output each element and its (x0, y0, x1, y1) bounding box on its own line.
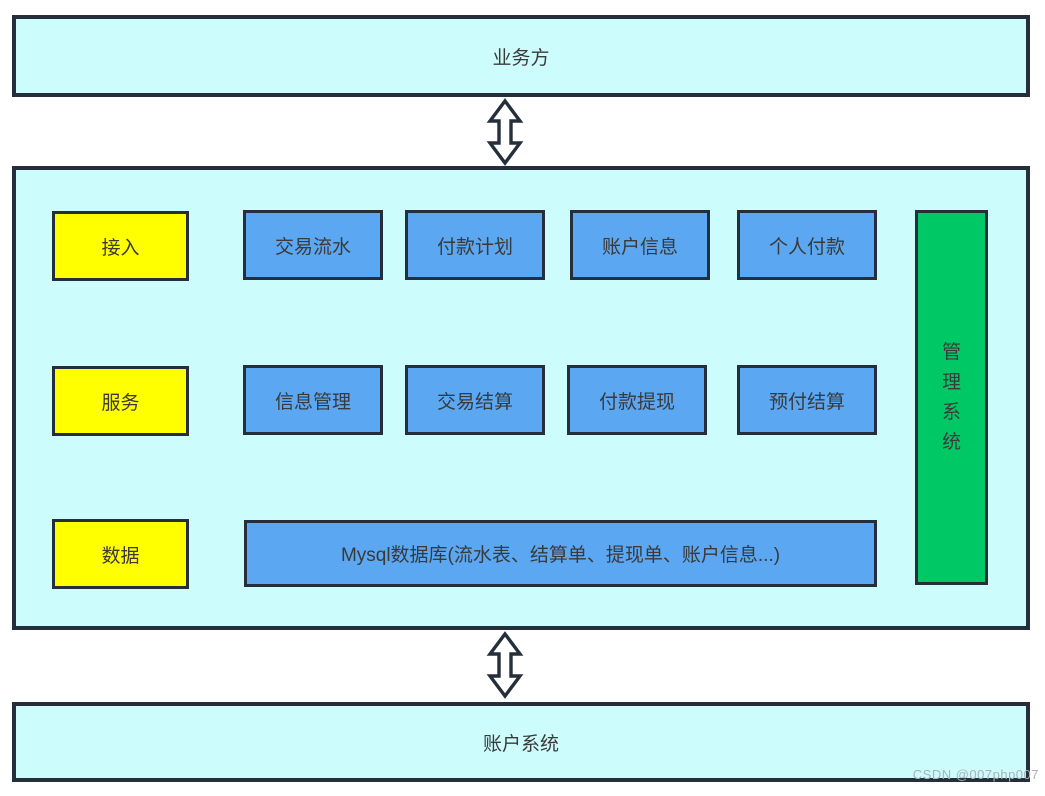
watermark: CSDN @007php007 (912, 767, 1039, 782)
business-party-label: 业务方 (492, 47, 550, 69)
module-label: 预付结算 (768, 391, 845, 413)
layer-data-label: 数据 (101, 545, 140, 567)
module-account-info: 账户信息 (570, 210, 710, 280)
layer-access-box: 接入 (52, 211, 189, 281)
module-mysql-database: Mysql数据库(流水表、结算单、提现单、账户信息...) (244, 520, 877, 587)
module-label: 付款计划 (436, 236, 513, 258)
module-payment-plan: 付款计划 (405, 210, 545, 280)
management-system-box: 管理系统 (915, 210, 988, 585)
module-label: 个人付款 (768, 236, 845, 258)
layer-service-label: 服务 (101, 392, 140, 414)
module-label: 付款提现 (598, 391, 675, 413)
mysql-database-label: Mysql数据库(流水表、结算单、提现单、账户信息...) (340, 545, 781, 566)
layer-access-label: 接入 (101, 237, 140, 259)
business-party-box: 业务方 (12, 15, 1030, 97)
module-prepaid-settlement: 预付结算 (737, 365, 877, 435)
module-personal-payment: 个人付款 (737, 210, 877, 280)
double-arrow-icon (486, 98, 524, 166)
module-label: 账户信息 (601, 236, 678, 258)
layer-service-box: 服务 (52, 366, 189, 436)
management-system-label: 管理系统 (941, 341, 961, 453)
module-label: 交易流水 (274, 236, 351, 258)
module-transaction-flow: 交易流水 (243, 210, 383, 280)
account-system-label: 账户系统 (482, 733, 559, 755)
module-info-management: 信息管理 (243, 365, 383, 435)
bidirectional-arrow-bottom (486, 631, 524, 699)
module-label: 信息管理 (274, 391, 351, 413)
double-arrow-icon (486, 631, 524, 699)
module-transaction-settlement: 交易结算 (405, 365, 545, 435)
module-payment-withdrawal: 付款提现 (567, 365, 707, 435)
layer-data-box: 数据 (52, 519, 189, 589)
bidirectional-arrow-top (486, 98, 524, 166)
account-system-box: 账户系统 (12, 702, 1030, 782)
module-label: 交易结算 (436, 391, 513, 413)
